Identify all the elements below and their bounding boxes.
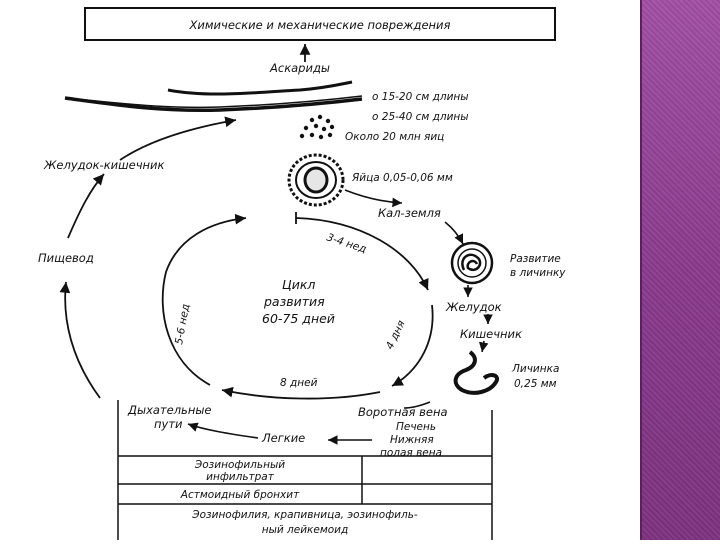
decorative-side-band	[640, 0, 720, 540]
male-worm	[64, 96, 363, 113]
top-box	[84, 7, 556, 41]
airways-label-2: пути	[154, 417, 183, 431]
table-row-3-line-1: Эозинофилия, крапивница, эозинофиль-	[191, 509, 418, 521]
stomach-label: Желудок	[445, 300, 502, 314]
cycle-weeks-5-6: 5-6 нед	[173, 303, 192, 346]
arrow-airways-to-esophagus	[59, 281, 101, 399]
egg-icon	[287, 153, 345, 207]
arrow-egg-to-soil	[344, 189, 403, 208]
larva-label-1: Личинка	[511, 363, 559, 375]
cycle-title-1: Цикл	[282, 277, 315, 292]
vena-cava-label-1: Нижняя	[390, 434, 434, 446]
egg-dots	[299, 114, 335, 140]
portal-vein-label: Воротная вена	[358, 405, 448, 419]
cycle-arc-5-6-weeks	[161, 213, 247, 386]
larva-label-2: 0,25 мм	[514, 378, 557, 390]
airways-label-1: Дыхательные	[127, 403, 212, 417]
ascarids-title: Аскариды	[269, 61, 330, 75]
intestine-label: Кишечник	[460, 327, 522, 341]
vena-cava-label-2: полая вена	[380, 447, 442, 459]
arrow-stomach-to-ascarids	[119, 116, 237, 161]
soil-label: Кал-земля	[378, 206, 441, 220]
egg-count: Около 20 млн яиц	[345, 131, 444, 143]
lungs-label: Легкие	[261, 431, 305, 445]
cycle-arc-8-days	[221, 386, 381, 400]
cycle-title-3: 60-75 дней	[262, 311, 335, 326]
table-row-1-line-1: Эозинофильный	[194, 459, 285, 471]
female-worm	[167, 80, 353, 96]
liver-label: Печень	[396, 421, 436, 433]
cycle-arc-3-4-weeks	[295, 217, 429, 291]
cycle-weeks-3-4: 3-4 нед	[325, 231, 368, 255]
arrow-esophagus-to-stomach	[67, 173, 105, 239]
embryo-icon	[450, 241, 494, 285]
effects-table	[117, 400, 493, 540]
cycle-days-4: 4 дня	[384, 319, 408, 352]
esophagus-label: Пищевод	[38, 251, 94, 265]
larva-icon	[453, 350, 499, 395]
male-size: о 25-40 см длины	[372, 111, 469, 123]
egg-size-label: Яйца 0,05-0,06 мм	[351, 172, 453, 184]
top-box-label: Химические и механические повреждения	[189, 18, 451, 32]
stomach-intestine-label: Желудок-кишечник	[43, 158, 165, 172]
cycle-days-8: 8 дней	[280, 377, 318, 389]
development-label-2: в личинку	[510, 267, 566, 279]
female-size: о 15-20 см длины	[372, 91, 469, 103]
table-row-2: Астмоидный бронхит	[180, 489, 300, 501]
table-row-3-line-2: ный лейкемоид	[262, 524, 349, 536]
cycle-title-2: развития	[263, 294, 325, 309]
cycle-arc-4-days	[391, 304, 434, 387]
ascaris-life-cycle-diagram: Химические и механические повреждения Ас…	[38, 7, 566, 540]
table-row-1-line-2: инфильтрат	[206, 471, 275, 483]
development-label-1: Развитие	[510, 253, 561, 265]
arrow-lungs-to-airways	[187, 422, 259, 439]
